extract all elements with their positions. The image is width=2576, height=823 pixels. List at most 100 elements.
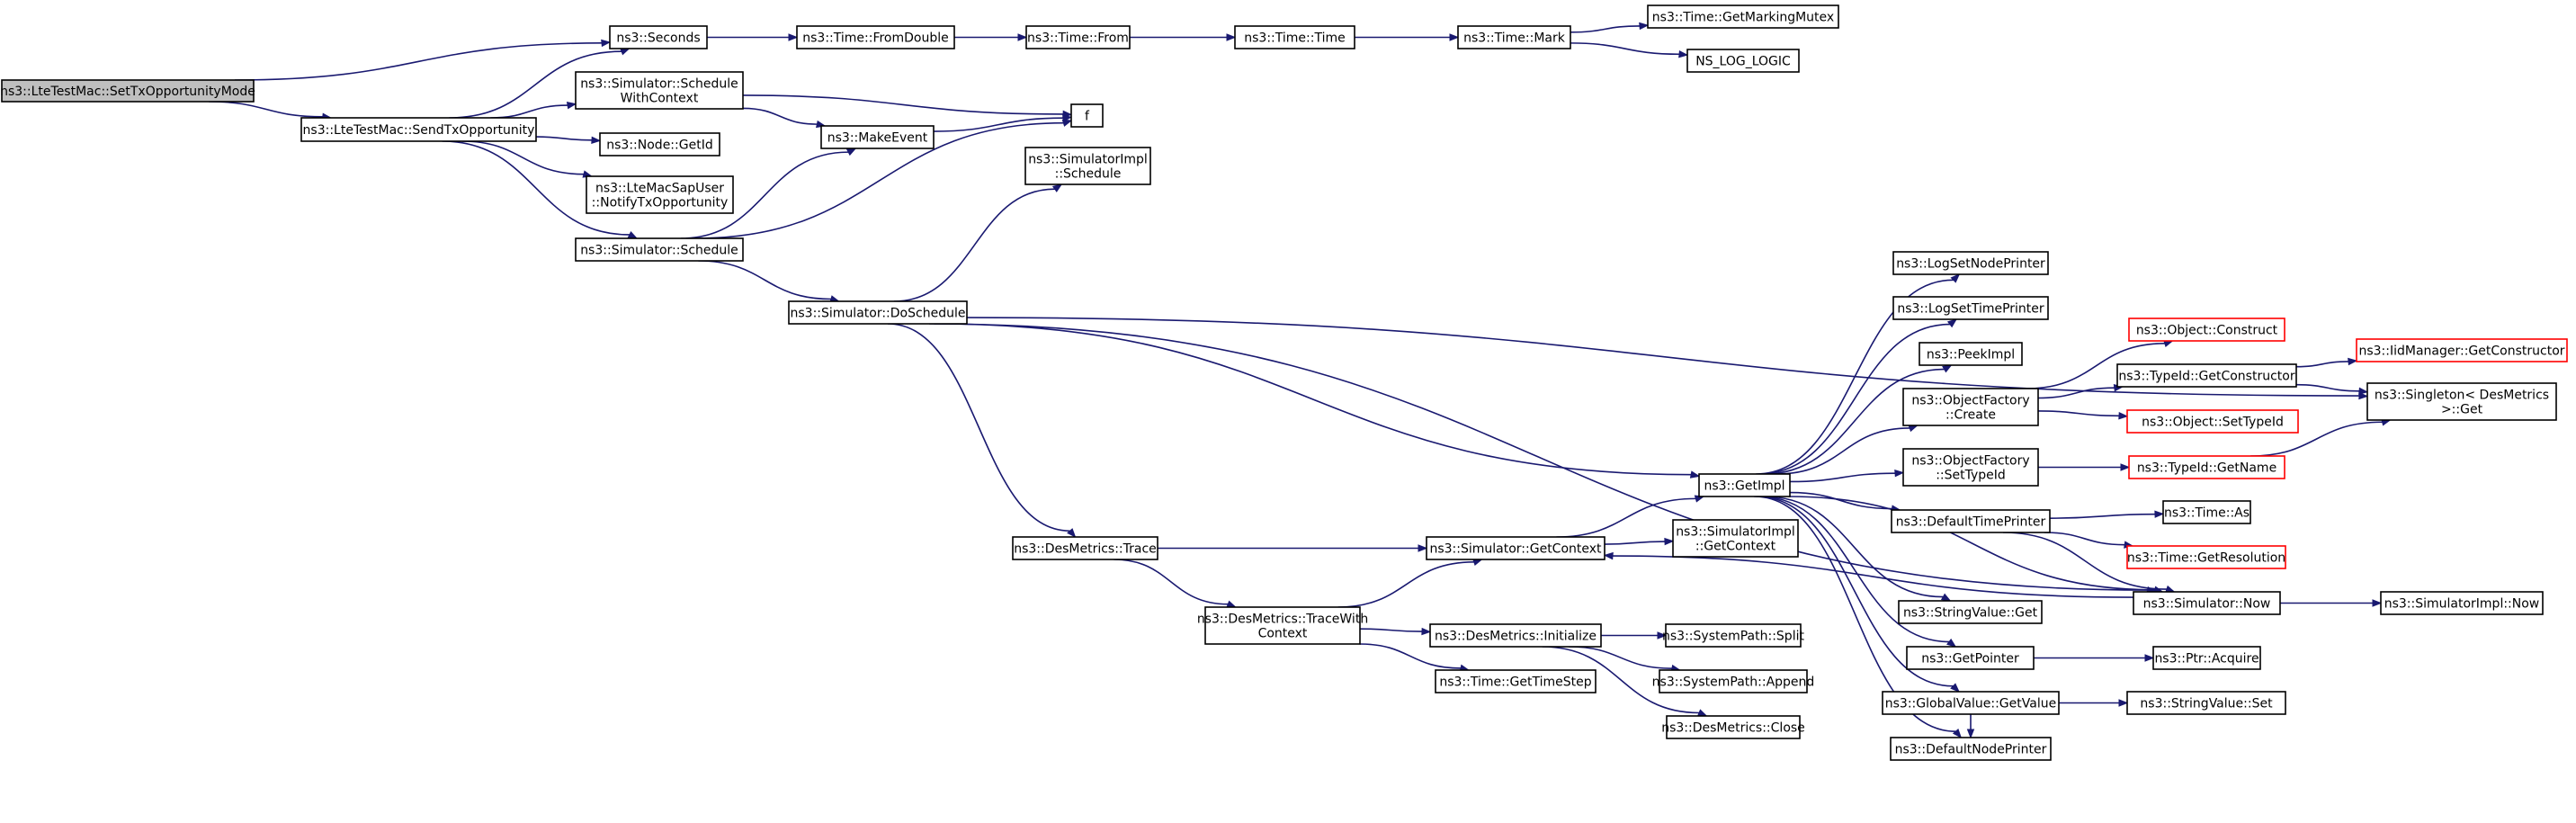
node-def-time-printer[interactable]: ns3::DefaultTimePrinter (1891, 509, 2051, 533)
node-box (1919, 342, 2023, 366)
node-get-context[interactable]: ns3::Simulator::GetContext (1426, 536, 1606, 560)
node-f[interactable]: f (1070, 103, 1104, 128)
node-box (796, 25, 955, 49)
node-label: ns3::SimulatorImpl (1676, 525, 1795, 540)
edge-time-to-mark (1355, 33, 1460, 41)
node-obj-construct[interactable]: ns3::Object::Construct (2128, 318, 2285, 342)
edge-do-schedule-to-sim-impl-schedule (893, 183, 1063, 302)
node-obj-set-type-id[interactable]: ns3::Object::SetTypeId (2126, 409, 2299, 434)
node-type-id-get-name[interactable]: ns3::TypeId::GetName (2128, 455, 2285, 479)
node-from[interactable]: ns3::Time::From (1025, 25, 1131, 49)
edge-get-impl-to-gv-get-value (1756, 496, 1961, 693)
node-box (1234, 25, 1355, 49)
function-nodes: ns3::LteTestMac::SetTxOpportunityModens3… (0, 4, 2568, 761)
node-label: ns3::DesMetrics::Initialize (1435, 630, 1597, 644)
node-box (609, 25, 708, 49)
node-box (575, 71, 744, 110)
node-label: ns3::Time::As (2164, 506, 2250, 521)
node-label: ns3::Node::GetId (606, 139, 712, 153)
node-iid-get-ctor[interactable]: ns3::IidManager::GetConstructor (2356, 338, 2568, 362)
node-seconds[interactable]: ns3::Seconds (609, 25, 708, 49)
node-label: Context (1258, 627, 1308, 641)
node-box (1882, 691, 2060, 715)
edge-sim-schedule-to-f (694, 119, 1073, 239)
node-des-trace[interactable]: ns3::DesMetrics::Trace (1012, 536, 1158, 560)
node-singleton-get[interactable]: ns3::Singleton< DesMetrics >::Get (2366, 382, 2557, 421)
node-time-as[interactable]: ns3::Time::As (2162, 500, 2251, 524)
node-log-set-node[interactable]: ns3::LogSetNodePrinter (1892, 251, 2049, 275)
edge-do-schedule-to-des-trace (887, 323, 1077, 539)
node-box (586, 175, 734, 214)
node-box (1892, 251, 2049, 275)
node-send-tx[interactable]: ns3::LteTestMac::SendTxOpportunity (300, 117, 537, 142)
node-label: ns3::SimulatorImpl (1028, 153, 1148, 167)
node-box (1647, 4, 1839, 29)
node-peek-impl[interactable]: ns3::PeekImpl (1919, 342, 2023, 366)
edge-des-init-to-append (1569, 646, 1682, 673)
node-sim-impl-schedule[interactable]: ns3::SimulatorImpl::Schedule (1024, 147, 1151, 185)
node-get-pointer[interactable]: ns3::GetPointer (1906, 646, 2035, 670)
edge-get-impl-to-log-set-node (1756, 273, 1961, 475)
edge-sim-now-to-get-context (1603, 551, 2134, 598)
node-label: ns3::ObjectFactory (1911, 394, 2029, 408)
node-box (1891, 509, 2051, 533)
node-make-event[interactable]: ns3::MakeEvent (820, 125, 935, 149)
node-label: ns3::Object::SetTypeId (2142, 416, 2284, 430)
node-node-get-id[interactable]: ns3::Node::GetId (599, 132, 720, 157)
node-label: ::Schedule (1055, 167, 1122, 182)
node-string-value-get[interactable]: ns3::StringValue::Get (1898, 600, 2043, 624)
node-from-double[interactable]: ns3::Time::FromDouble (796, 25, 955, 49)
node-gv-get-value[interactable]: ns3::GlobalValue::GetValue (1882, 691, 2060, 715)
node-time[interactable]: ns3::Time::Time (1234, 25, 1355, 49)
node-split[interactable]: ns3::SystemPath::Split (1662, 623, 1804, 648)
node-def-node-printer[interactable]: ns3::DefaultNodePrinter (1890, 737, 2052, 761)
node-get-time-step[interactable]: ns3::Time::GetTimeStep (1435, 669, 1597, 693)
node-label: ns3::SimulatorImpl::Now (2384, 597, 2540, 612)
node-label: ns3::Simulator::GetContext (1429, 542, 1602, 557)
node-append[interactable]: ns3::SystemPath::Append (1652, 669, 1815, 693)
node-root[interactable]: ns3::LteTestMac::SetTxOpportunityMode (0, 79, 255, 103)
node-label: ns3::Time::From (1027, 31, 1129, 46)
node-log-set-time[interactable]: ns3::LogSetTimePrinter (1892, 296, 2049, 320)
node-box (1906, 646, 2035, 670)
node-sim-schedule[interactable]: ns3::Simulator::Schedule (575, 237, 744, 262)
node-impl-get-context[interactable]: ns3::SimulatorImpl::GetContext (1672, 519, 1799, 558)
node-ns-log-logic[interactable]: NS_LOG_LOGIC (1686, 49, 1800, 73)
node-notify-tx[interactable]: ns3::LteMacSapUser::NotifyTxOpportunity (586, 175, 734, 214)
edge-get-pointer-to-ptr-acquire (2034, 654, 2155, 662)
node-box (1686, 49, 1800, 73)
edge-get-impl-to-of-create (1776, 425, 1919, 475)
node-of-create[interactable]: ns3::ObjectFactory::Create (1902, 388, 2039, 426)
node-string-value-set[interactable]: ns3::StringValue::Set (2126, 691, 2286, 715)
edge-of-set-type-id-to-type-id-get-name (2038, 463, 2131, 471)
edge-do-schedule-to-singleton-get (966, 317, 2369, 400)
node-of-set-type-id[interactable]: ns3::ObjectFactory::SetTypeId (1902, 448, 2039, 487)
node-label: ns3::Time::Time (1244, 31, 1345, 46)
node-sim-now[interactable]: ns3::Simulator::Now (2133, 591, 2281, 615)
node-get-resolution[interactable]: ns3::Time::GetResolution (2126, 545, 2286, 569)
node-des-init[interactable]: ns3::DesMetrics::Initialize (1429, 623, 1602, 648)
edge-schedule-with-context-to-f (742, 94, 1073, 119)
node-box (2356, 338, 2568, 362)
edge-schedule-with-context-to-make-event (742, 107, 827, 129)
edge-send-tx-to-notify-tx (461, 140, 594, 178)
node-ptr-acquire[interactable]: ns3::Ptr::Acquire (2152, 646, 2261, 670)
node-box (575, 237, 744, 262)
node-get-marking-mutex[interactable]: ns3::Time::GetMarkingMutex (1647, 4, 1839, 29)
node-get-impl[interactable]: ns3::GetImpl (1698, 473, 1791, 497)
node-label: ns3::Singleton< DesMetrics (2375, 389, 2549, 403)
node-box (1025, 25, 1131, 49)
node-box (1902, 388, 2039, 426)
node-box (1672, 519, 1799, 558)
node-label: ns3::DesMetrics::Trace (1014, 542, 1157, 557)
node-des-close[interactable]: ns3::DesMetrics::Close (1661, 715, 1805, 739)
node-mark[interactable]: ns3::Time::Mark (1457, 25, 1571, 49)
edge-gv-get-value-to-def-node-printer (1966, 714, 1975, 739)
node-type-id-get-ctor[interactable]: ns3::TypeId::GetConstructor (2116, 363, 2297, 388)
node-label: ns3::LteMacSapUser (595, 182, 724, 196)
node-impl-now[interactable]: ns3::SimulatorImpl::Now (2380, 591, 2544, 615)
node-do-schedule[interactable]: ns3::Simulator::DoSchedule (788, 300, 968, 325)
